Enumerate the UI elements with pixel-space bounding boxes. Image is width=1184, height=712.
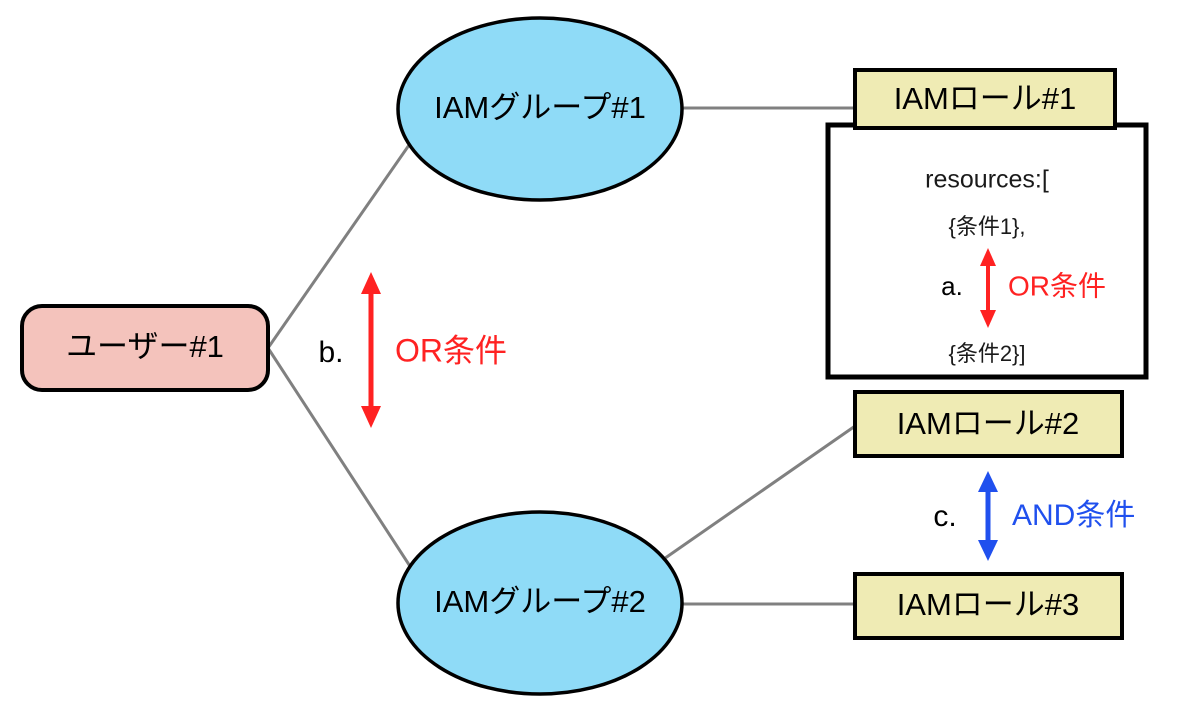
- annotation-b: b. OR条件: [318, 272, 507, 428]
- group1-ellipse[interactable]: [396, 16, 684, 202]
- annotation-c-marker: c.: [933, 500, 956, 533]
- policy-line-0: resources:[: [925, 166, 1049, 194]
- edge-group2-to-role2: [647, 422, 859, 572]
- role2-label: IAMロール#2: [897, 406, 1080, 441]
- annotation-a-double-arrow-icon: [980, 248, 996, 328]
- role2-box[interactable]: [853, 390, 1124, 458]
- role3-box[interactable]: [853, 572, 1124, 640]
- group2-label: IAMグループ#2: [434, 584, 646, 619]
- role1-box[interactable]: [853, 68, 1117, 130]
- group2-ellipse[interactable]: [396, 510, 684, 696]
- policy-line-1: {条件1},: [948, 214, 1025, 239]
- role3-label: IAMロール#3: [897, 587, 1080, 622]
- annotation-a-label: OR条件: [1008, 270, 1106, 301]
- edges-layer: [266, 106, 859, 606]
- annotation-a: a. OR条件: [941, 248, 1106, 328]
- node-role1[interactable]: IAMロール#1: [853, 68, 1117, 130]
- edge-user-to-group2: [266, 347, 434, 601]
- node-user[interactable]: ユーザー#1: [20, 304, 270, 392]
- annotation-c-double-arrow-icon: [978, 471, 998, 561]
- node-role3[interactable]: IAMロール#3: [853, 572, 1124, 640]
- annotation-c-label: AND条件: [1012, 499, 1135, 532]
- policy-line-2: {条件2}]: [948, 341, 1025, 366]
- annotation-b-marker: b.: [318, 336, 343, 369]
- node-role2[interactable]: IAMロール#2: [853, 390, 1124, 458]
- annotation-b-double-arrow-icon: [361, 272, 381, 428]
- user-label: ユーザー#1: [66, 329, 224, 364]
- role1-policy-box: resources:[ {条件1}, {条件2}]: [825, 122, 1149, 380]
- annotation-c: c. AND条件: [933, 471, 1135, 561]
- node-group2[interactable]: IAMグループ#2: [396, 510, 684, 696]
- node-group1[interactable]: IAMグループ#1: [396, 16, 684, 202]
- user-box[interactable]: [20, 304, 270, 392]
- edge-user-to-group1: [266, 111, 434, 349]
- group1-label: IAMグループ#1: [434, 90, 646, 125]
- annotation-a-marker: a.: [941, 271, 963, 301]
- annotation-b-label: OR条件: [395, 332, 507, 368]
- role1-label: IAMロール#1: [894, 81, 1077, 116]
